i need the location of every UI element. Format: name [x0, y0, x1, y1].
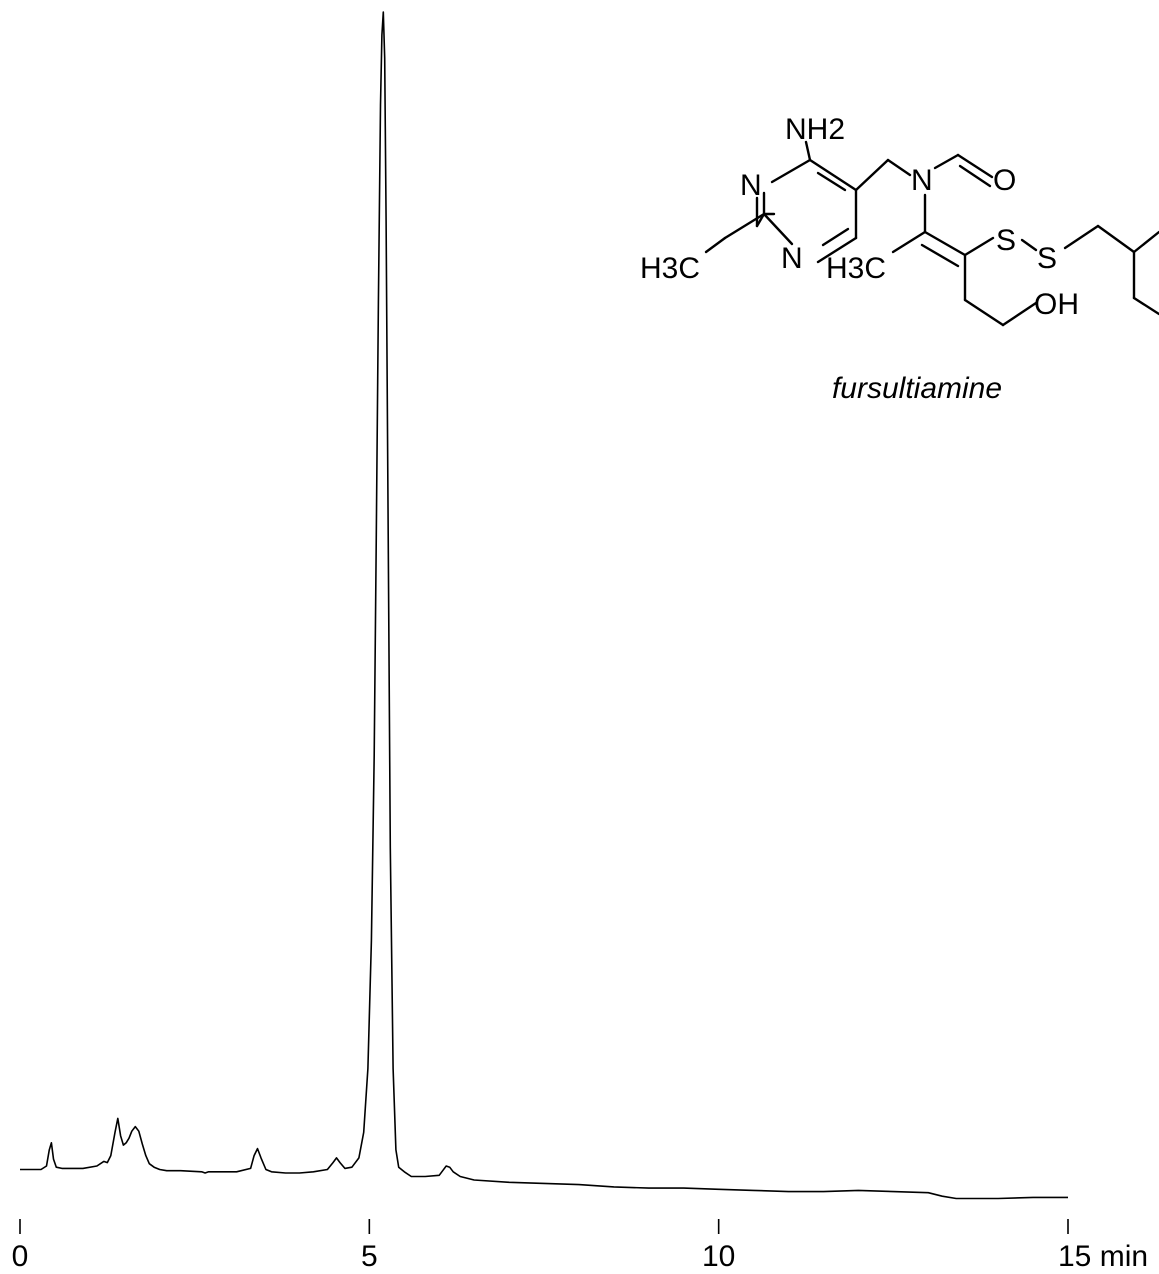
sulfur-label: S [1037, 242, 1057, 275]
bond [704, 236, 727, 254]
bond [963, 236, 995, 257]
bond [1001, 301, 1038, 327]
x-tick-label: 15 min [1058, 1240, 1148, 1273]
bond [723, 212, 766, 240]
x-tick-label: 10 [702, 1240, 735, 1273]
bond [1096, 224, 1136, 254]
bond [933, 153, 960, 170]
chemical-structure: NH2 N N H3C N O S S H3C OH [640, 113, 1159, 327]
bond [762, 212, 794, 246]
bond [804, 140, 812, 162]
bond [956, 153, 994, 179]
sulfur-label: S [996, 224, 1016, 257]
compound-name: fursultiamine [832, 372, 1002, 405]
x-tick-label: 0 [12, 1240, 29, 1273]
x-tick-label: 5 [361, 1240, 378, 1273]
chromatogram-trace [20, 11, 1068, 1200]
bond [891, 230, 927, 254]
hydroxyl-label: OH [1034, 288, 1079, 321]
bond [821, 227, 850, 247]
amide-n-label: N [911, 164, 933, 197]
bond [1132, 296, 1159, 316]
bond [1063, 224, 1100, 250]
bond [923, 230, 967, 257]
methyl-label: H3C [826, 252, 886, 285]
bond [886, 158, 912, 177]
bond [920, 243, 960, 268]
methyl-label: H3C [640, 252, 700, 285]
oxygen-label: O [993, 164, 1016, 197]
bond [770, 158, 812, 184]
nh2-label: NH2 [785, 113, 845, 146]
bond [816, 236, 858, 264]
bond [963, 298, 1005, 327]
bond [1020, 238, 1038, 252]
ring-n-label: N [781, 242, 803, 275]
bond [854, 158, 890, 192]
bond [958, 164, 992, 188]
bond [808, 158, 858, 192]
bond [1132, 230, 1159, 254]
bond [816, 171, 847, 192]
x-axis-ticks: 0 5 10 15 min [12, 1219, 1148, 1273]
ring-n-label: N [740, 169, 762, 202]
